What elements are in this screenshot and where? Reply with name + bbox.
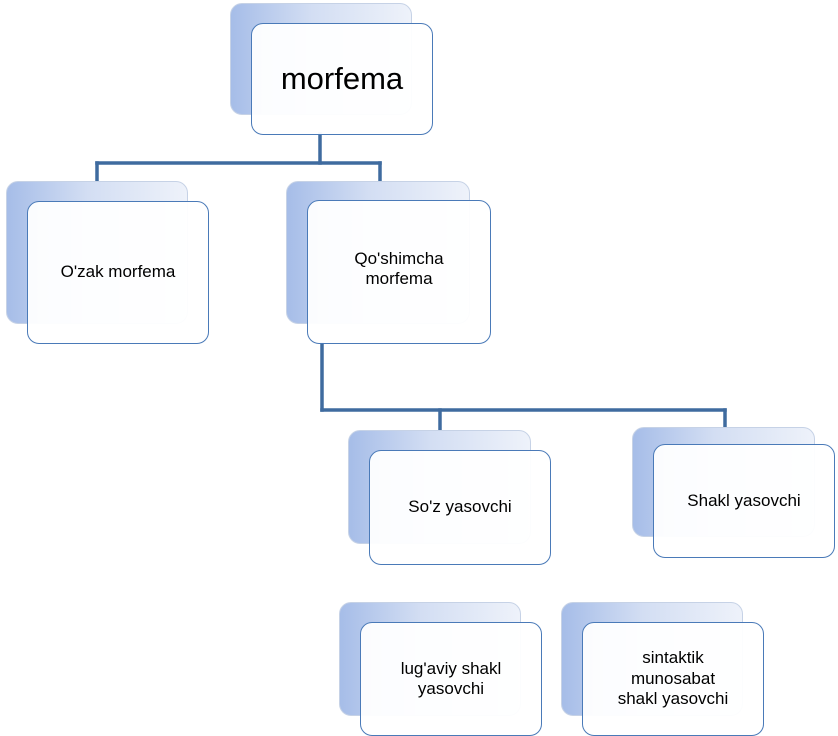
- node-qoshimcha-morfema-label: Qo'shimcha morfema: [354, 249, 444, 289]
- node-ozak-morfema-box: O'zak morfema: [27, 201, 209, 344]
- node-ozak-morfema: O'zak morfema: [6, 181, 209, 344]
- node-sintaktik-shakl-yasovchi-label: sintaktik munosabat shakl yasovchi: [617, 648, 729, 709]
- node-ozak-morfema-label: O'zak morfema: [60, 262, 176, 282]
- node-root-box: morfema: [251, 23, 433, 135]
- node-lugaviy-shakl-yasovchi-box: lug'aviy shakl yasovchi: [360, 622, 542, 736]
- node-soz-yasovchi-box: So'z yasovchi: [369, 450, 551, 565]
- node-root: morfema: [230, 3, 434, 135]
- node-sintaktik-shakl-yasovchi-box: sintaktik munosabat shakl yasovchi: [582, 622, 764, 736]
- node-root-label: morfema: [280, 61, 404, 97]
- node-shakl-yasovchi-box: Shakl yasovchi: [653, 444, 835, 558]
- node-soz-yasovchi: So'z yasovchi: [348, 430, 551, 565]
- node-qoshimcha-morfema: Qo'shimcha morfema: [286, 181, 491, 344]
- node-shakl-yasovchi: Shakl yasovchi: [632, 427, 835, 558]
- node-qoshimcha-morfema-box: Qo'shimcha morfema: [307, 200, 491, 344]
- node-lugaviy-shakl-yasovchi: lug'aviy shakl yasovchi: [339, 602, 542, 736]
- node-shakl-yasovchi-label: Shakl yasovchi: [687, 490, 801, 510]
- node-sintaktik-shakl-yasovchi: sintaktik munosabat shakl yasovchi: [561, 602, 764, 736]
- node-lugaviy-shakl-yasovchi-label: lug'aviy shakl yasovchi: [400, 658, 502, 698]
- node-soz-yasovchi-label: So'z yasovchi: [408, 497, 512, 517]
